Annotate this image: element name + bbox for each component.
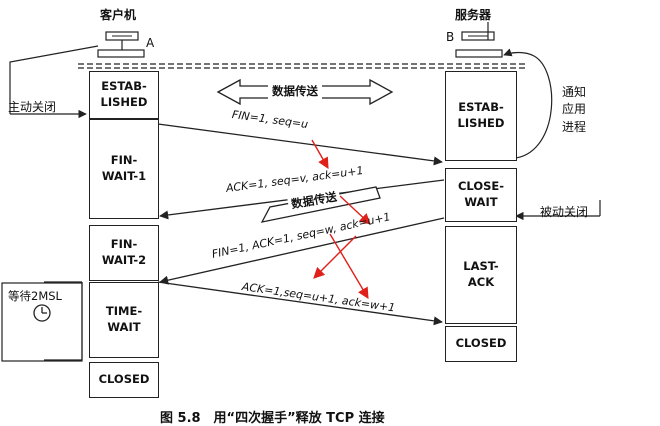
passive-close-label: 被动关闭 <box>540 205 589 219</box>
client-state-established: ESTAB- LISHED <box>89 71 159 119</box>
client-state-fin-wait-2: FIN- WAIT-2 <box>89 225 159 281</box>
client-state-time-wait: TIME- WAIT <box>89 282 159 358</box>
client-tag: A <box>146 36 155 50</box>
figure-caption: 图 5.8 用“四次握手”释放 TCP 连接 <box>160 411 385 426</box>
server-state-established: ESTAB- LISHED <box>445 71 517 161</box>
wait-2msl-label: 等待2MSL <box>8 289 62 303</box>
server-tag: B <box>446 30 455 44</box>
msg-final-ack-arrow <box>157 281 443 326</box>
wait-2msl-bracket <box>1 281 83 362</box>
server-state-last-ack: LAST- ACK <box>445 226 517 324</box>
server-state-closed: CLOSED <box>445 326 517 362</box>
server-state-close-wait: CLOSE- WAIT <box>445 168 517 222</box>
msg-fin-arrow <box>157 123 443 166</box>
client-state-fin-wait-1: FIN- WAIT-1 <box>89 119 159 219</box>
clock-icon <box>33 304 51 322</box>
server-computer-icon <box>455 22 503 58</box>
data-transfer-label-top: 数据传送 <box>268 83 322 99</box>
client-computer-icon <box>97 31 145 58</box>
notify-app-arrow <box>503 48 553 159</box>
red-annotations <box>311 139 371 299</box>
msg-fin-ack-arrow <box>159 217 445 285</box>
network-link <box>78 63 526 69</box>
notify-app-label: 通知 应用 进程 <box>562 85 587 134</box>
client-label: 客户机 <box>100 8 137 22</box>
active-close-bracket <box>9 45 99 114</box>
server-label: 服务器 <box>455 8 492 22</box>
client-state-closed: CLOSED <box>89 362 159 398</box>
active-close-label: 主动关闭 <box>8 100 57 114</box>
